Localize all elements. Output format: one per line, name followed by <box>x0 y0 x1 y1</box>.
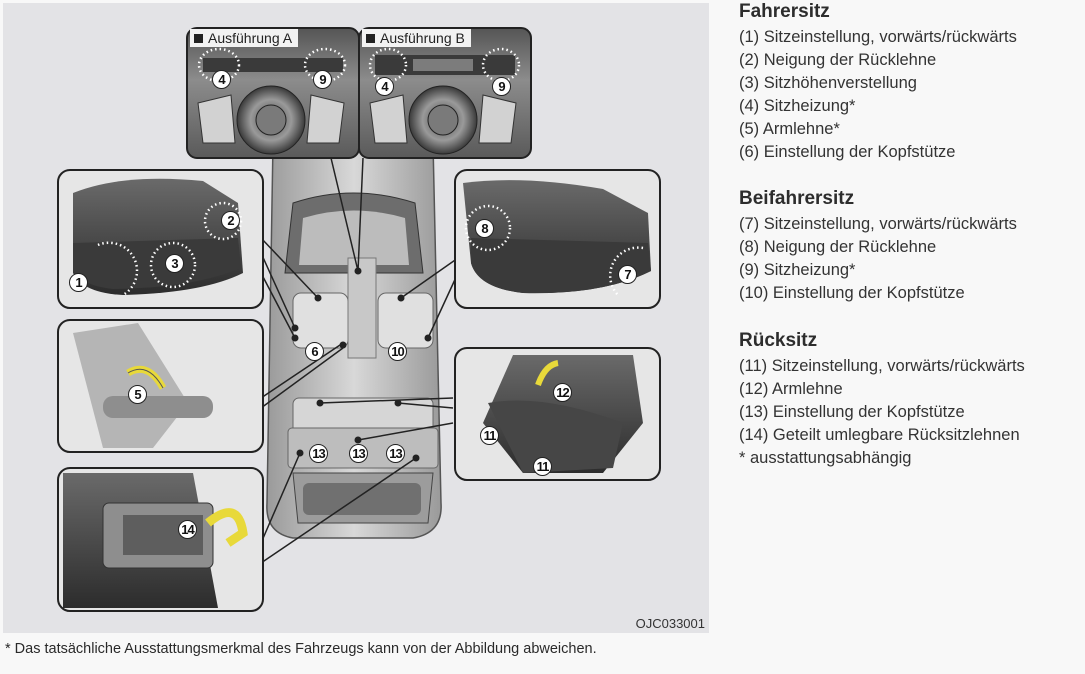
callout-2: 2 <box>221 211 240 230</box>
legend-item: (14) Geteilt umlegbare Rücksitzlehnen <box>739 426 1020 444</box>
driver-seat-inset <box>57 169 264 309</box>
seat-overview-illustration: Ausführung A Ausführung B 4 9 4 9 1 2 3 … <box>3 3 709 633</box>
passenger-seat-inset <box>454 169 661 309</box>
callout-4-variant-b: 4 <box>375 77 394 96</box>
variant-a-label: Ausführung A <box>190 29 299 47</box>
square-bullet-icon <box>366 34 375 43</box>
variant-b-label: Ausführung B <box>362 29 471 47</box>
illustration-drawing <box>57 27 661 612</box>
callout-11-bottom: 11 <box>533 457 552 476</box>
legend-note: * ausstattungsabhängig <box>739 449 912 467</box>
climate-panel-variant-a <box>186 27 360 159</box>
climate-panel-variant-b <box>358 27 532 159</box>
legend-item: (10) Einstellung der Kopfstütze <box>739 284 965 302</box>
leader-dots <box>291 267 432 462</box>
legend-item: (6) Einstellung der Kopfstütze <box>739 143 956 161</box>
callout-10: 10 <box>388 342 407 361</box>
variant-a-text: Ausführung A <box>208 30 293 46</box>
section-driver-seat: Fahrersitz (1) Sitzeinstellung, vorwärts… <box>739 0 1017 164</box>
callout-11-left: 11 <box>480 426 499 445</box>
callout-12: 12 <box>553 383 572 402</box>
legend-item: (7) Sitzeinstellung, vorwärts/rückwärts <box>739 215 1017 233</box>
callout-7: 7 <box>618 265 637 284</box>
armrest-inset <box>57 319 264 453</box>
section-passenger-seat: Beifahrersitz (7) Sitzeinstellung, vorwä… <box>739 187 1017 305</box>
legend-item: (11) Sitzeinstellung, vorwärts/rückwärts <box>739 357 1025 375</box>
callout-5: 5 <box>128 385 147 404</box>
legend-item: (12) Armlehne <box>739 380 843 398</box>
legend-item: (8) Neigung der Rücklehne <box>739 238 937 256</box>
callout-14: 14 <box>178 520 197 539</box>
footnote: * Das tatsächliche Ausstattungsmerkmal d… <box>5 641 597 657</box>
legend-item: (1) Sitzeinstellung, vorwärts/rückwärts <box>739 28 1017 46</box>
legend-item: (3) Sitzhöhenverstellung <box>739 74 917 92</box>
section-title: Fahrersitz <box>739 1 830 22</box>
callout-8: 8 <box>475 219 494 238</box>
rear-backrest-release-inset <box>57 467 264 612</box>
leader-lines <box>260 157 459 564</box>
figure-id: OJC033001 <box>635 616 705 631</box>
callout-6: 6 <box>305 342 324 361</box>
legend-item: (2) Neigung der Rücklehne <box>739 51 937 69</box>
callout-13-right: 13 <box>386 444 405 463</box>
legend-item: (9) Sitzheizung* <box>739 261 856 279</box>
callout-9-variant-b: 9 <box>492 77 511 96</box>
callout-4-variant-a: 4 <box>212 70 231 89</box>
section-title: Rücksitz <box>739 330 818 351</box>
rear-seat-inset <box>454 347 661 481</box>
legend-item: (13) Einstellung der Kopfstütze <box>739 403 965 421</box>
section-title: Beifahrersitz <box>739 188 855 209</box>
variant-b-text: Ausführung B <box>380 30 465 46</box>
callout-3: 3 <box>165 254 184 273</box>
callout-1: 1 <box>69 273 88 292</box>
callout-13-left: 13 <box>309 444 328 463</box>
callout-9-variant-a: 9 <box>313 70 332 89</box>
legend-item: (4) Sitzheizung* <box>739 97 856 115</box>
callout-13-center: 13 <box>349 444 368 463</box>
square-bullet-icon <box>194 34 203 43</box>
legend-item: (5) Armlehne* <box>739 120 840 138</box>
section-rear-seat: Rücksitz (11) Sitzeinstellung, vorwärts/… <box>739 329 1025 470</box>
